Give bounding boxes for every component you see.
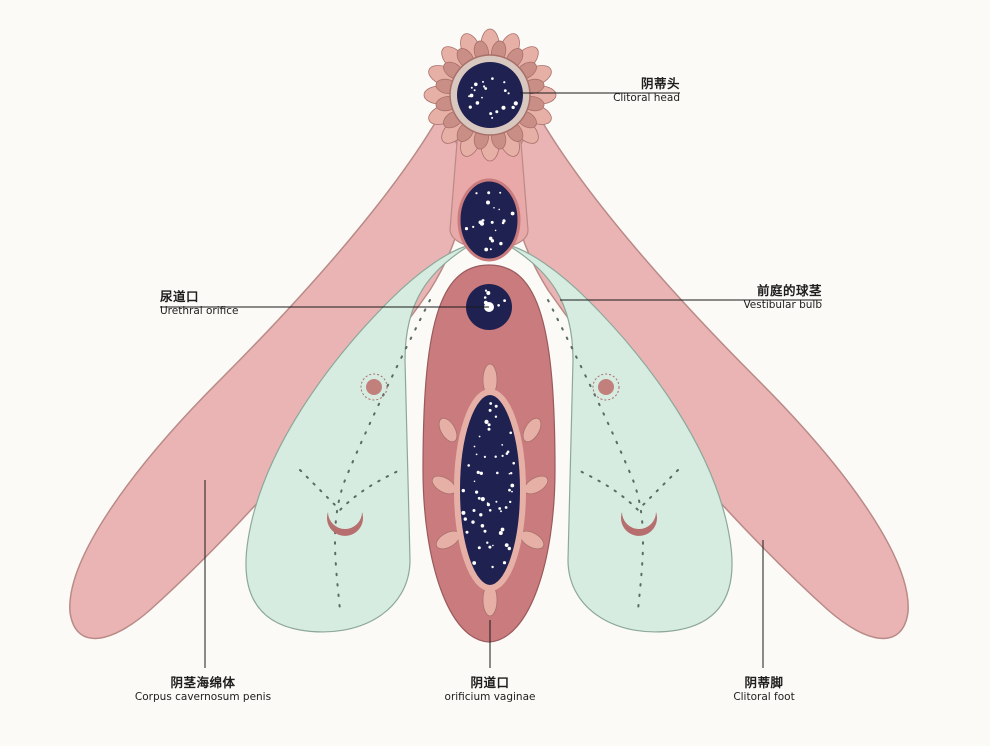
label-corpus-cavernosum-zh: 阴茎海绵体 [170, 675, 236, 690]
label-orificium-vaginae-zh: 阴道口 [470, 675, 510, 690]
label-clitoral-head-zh: 阴蒂头 [640, 76, 680, 91]
label-corpus-cavernosum: 阴茎海绵体 Corpus cavernosum penis [135, 675, 271, 704]
label-urethral-orifice-zh: 尿道口 [160, 289, 200, 304]
vaginal-opening [454, 389, 526, 591]
label-clitoral-foot: 阴蒂脚 Clitoral foot [733, 675, 794, 704]
label-clitoral-foot-zh: 阴蒂脚 [744, 675, 784, 690]
left-sun-icon [360, 373, 388, 401]
label-vestibular-bulb: 前庭的球茎 Vestibular bulb [700, 283, 822, 312]
label-clitoral-foot-en: Clitoral foot [733, 690, 795, 703]
label-clitoral-head-en: Clitoral head [613, 91, 680, 104]
left-moon-icon [327, 512, 364, 536]
label-vestibular-bulb-en: Vestibular bulb [743, 298, 822, 311]
left-clitoral-crus [69, 116, 466, 640]
clitoral-body-oval [457, 178, 521, 262]
label-urethral-orifice-en: Urethral orifice [160, 304, 239, 317]
right-sun-icon [592, 373, 620, 401]
label-corpus-cavernosum-en: Corpus cavernosum penis [134, 690, 272, 703]
left-vestibular-bulb [245, 244, 471, 633]
label-orificium-vaginae-en: orificium vaginae [444, 690, 536, 703]
label-urethral-orifice: 尿道口 Urethral orifice [160, 289, 239, 318]
right-clitoral-crus [512, 116, 909, 640]
label-vestibular-bulb-zh: 前庭的球茎 [756, 283, 822, 298]
right-moon-icon [621, 512, 657, 536]
clitoral-head-flower [423, 28, 557, 162]
label-orificium-vaginae: 阴道口 orificium vaginae [445, 675, 536, 704]
label-clitoral-head: 阴蒂头 Clitoral head [596, 76, 680, 105]
